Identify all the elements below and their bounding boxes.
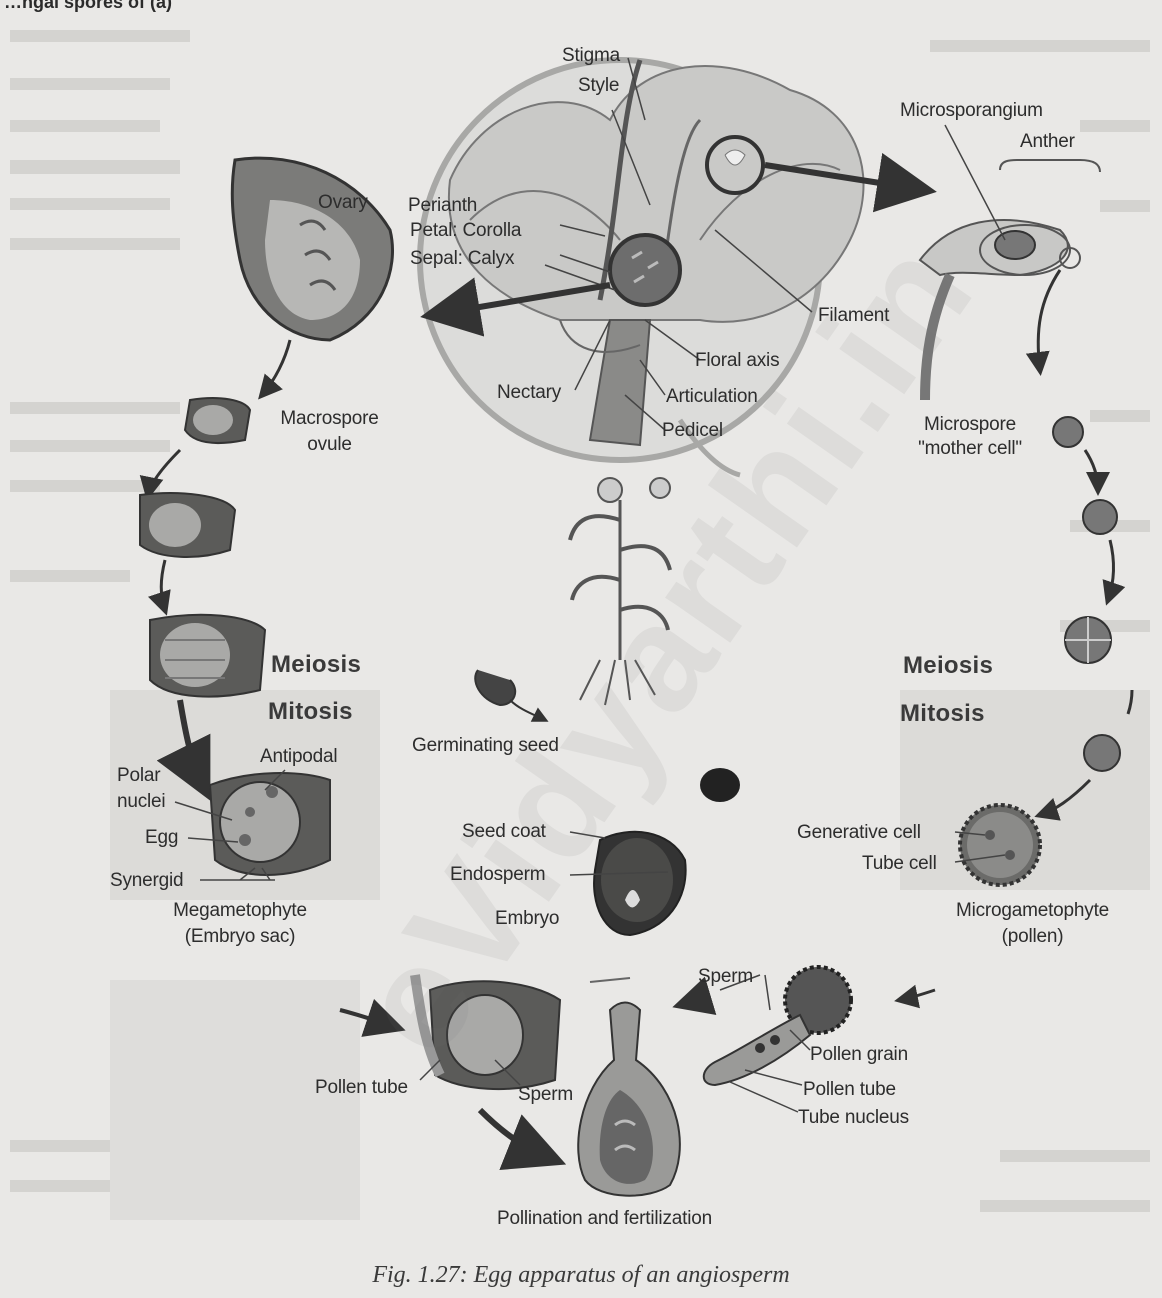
label-style: Style — [578, 75, 619, 97]
figure-caption: Fig. 1.27: Egg apparatus of an angiosper… — [0, 1262, 1162, 1289]
megaspore-series — [140, 398, 330, 880]
label-pollen: (pollen) — [945, 926, 1120, 948]
label-germinating-seed: Germinating seed — [412, 735, 559, 757]
label-endosperm: Endosperm — [450, 864, 545, 886]
label-generative-cell: Generative cell — [797, 822, 921, 844]
label-pollen-tube-left: Pollen tube — [315, 1077, 408, 1099]
label-articulation: Articulation — [666, 386, 758, 408]
label-meiosis-male: Meiosis — [903, 652, 993, 680]
label-sperm-top: Sperm — [698, 966, 753, 988]
label-macrospore: Macrospore — [262, 408, 397, 430]
label-embryo-sac: (Embryo sac) — [140, 926, 340, 948]
label-microspore: Microspore — [905, 414, 1035, 436]
label-anther: Anther — [1020, 131, 1075, 153]
pistil-drawing — [578, 1003, 680, 1196]
label-egg: Egg — [145, 827, 178, 849]
label-antipodal: Antipodal — [260, 746, 337, 768]
label-megagametophyte: Megametophyte — [140, 900, 340, 922]
label-petal-corolla: Petal: Corolla — [410, 220, 521, 242]
label-polar: Polar — [117, 765, 160, 787]
label-sperm-left: Sperm — [518, 1084, 573, 1106]
label-filament: Filament — [818, 305, 889, 327]
label-embryo: Embryo — [495, 908, 559, 930]
label-microgametophyte: Microgametophyte — [945, 900, 1120, 922]
label-tube-cell: Tube cell — [862, 853, 937, 875]
label-nectary: Nectary — [497, 382, 561, 404]
label-meiosis-female: Meiosis — [271, 651, 361, 679]
label-mother-cell: "mother cell" — [905, 438, 1035, 460]
label-microsporangium: Microsporangium — [900, 100, 1043, 122]
label-sepal-calyx: Sepal: Calyx — [410, 248, 514, 270]
label-mitosis-female: Mitosis — [268, 698, 353, 726]
label-nuclei: nuclei — [117, 791, 165, 813]
label-floral-axis: Floral axis — [695, 350, 779, 372]
label-stigma: Stigma — [562, 45, 620, 67]
label-pedicel: Pedicel — [662, 420, 723, 442]
label-ovule: ovule — [262, 434, 397, 456]
ovary-drawing — [232, 158, 392, 395]
label-pollen-tube-right: Pollen tube — [803, 1079, 896, 1101]
label-ovary: Ovary — [318, 192, 368, 214]
label-mitosis-male: Mitosis — [900, 700, 985, 728]
label-tube-nucleus: Tube nucleus — [798, 1107, 909, 1129]
label-seed-coat: Seed coat — [462, 821, 546, 843]
label-synergid: Synergid — [110, 870, 183, 892]
label-perianth: Perianth — [408, 195, 477, 217]
label-pollination-fertilization: Pollination and fertilization — [497, 1208, 712, 1230]
label-pollen-grain: Pollen grain — [810, 1044, 908, 1066]
